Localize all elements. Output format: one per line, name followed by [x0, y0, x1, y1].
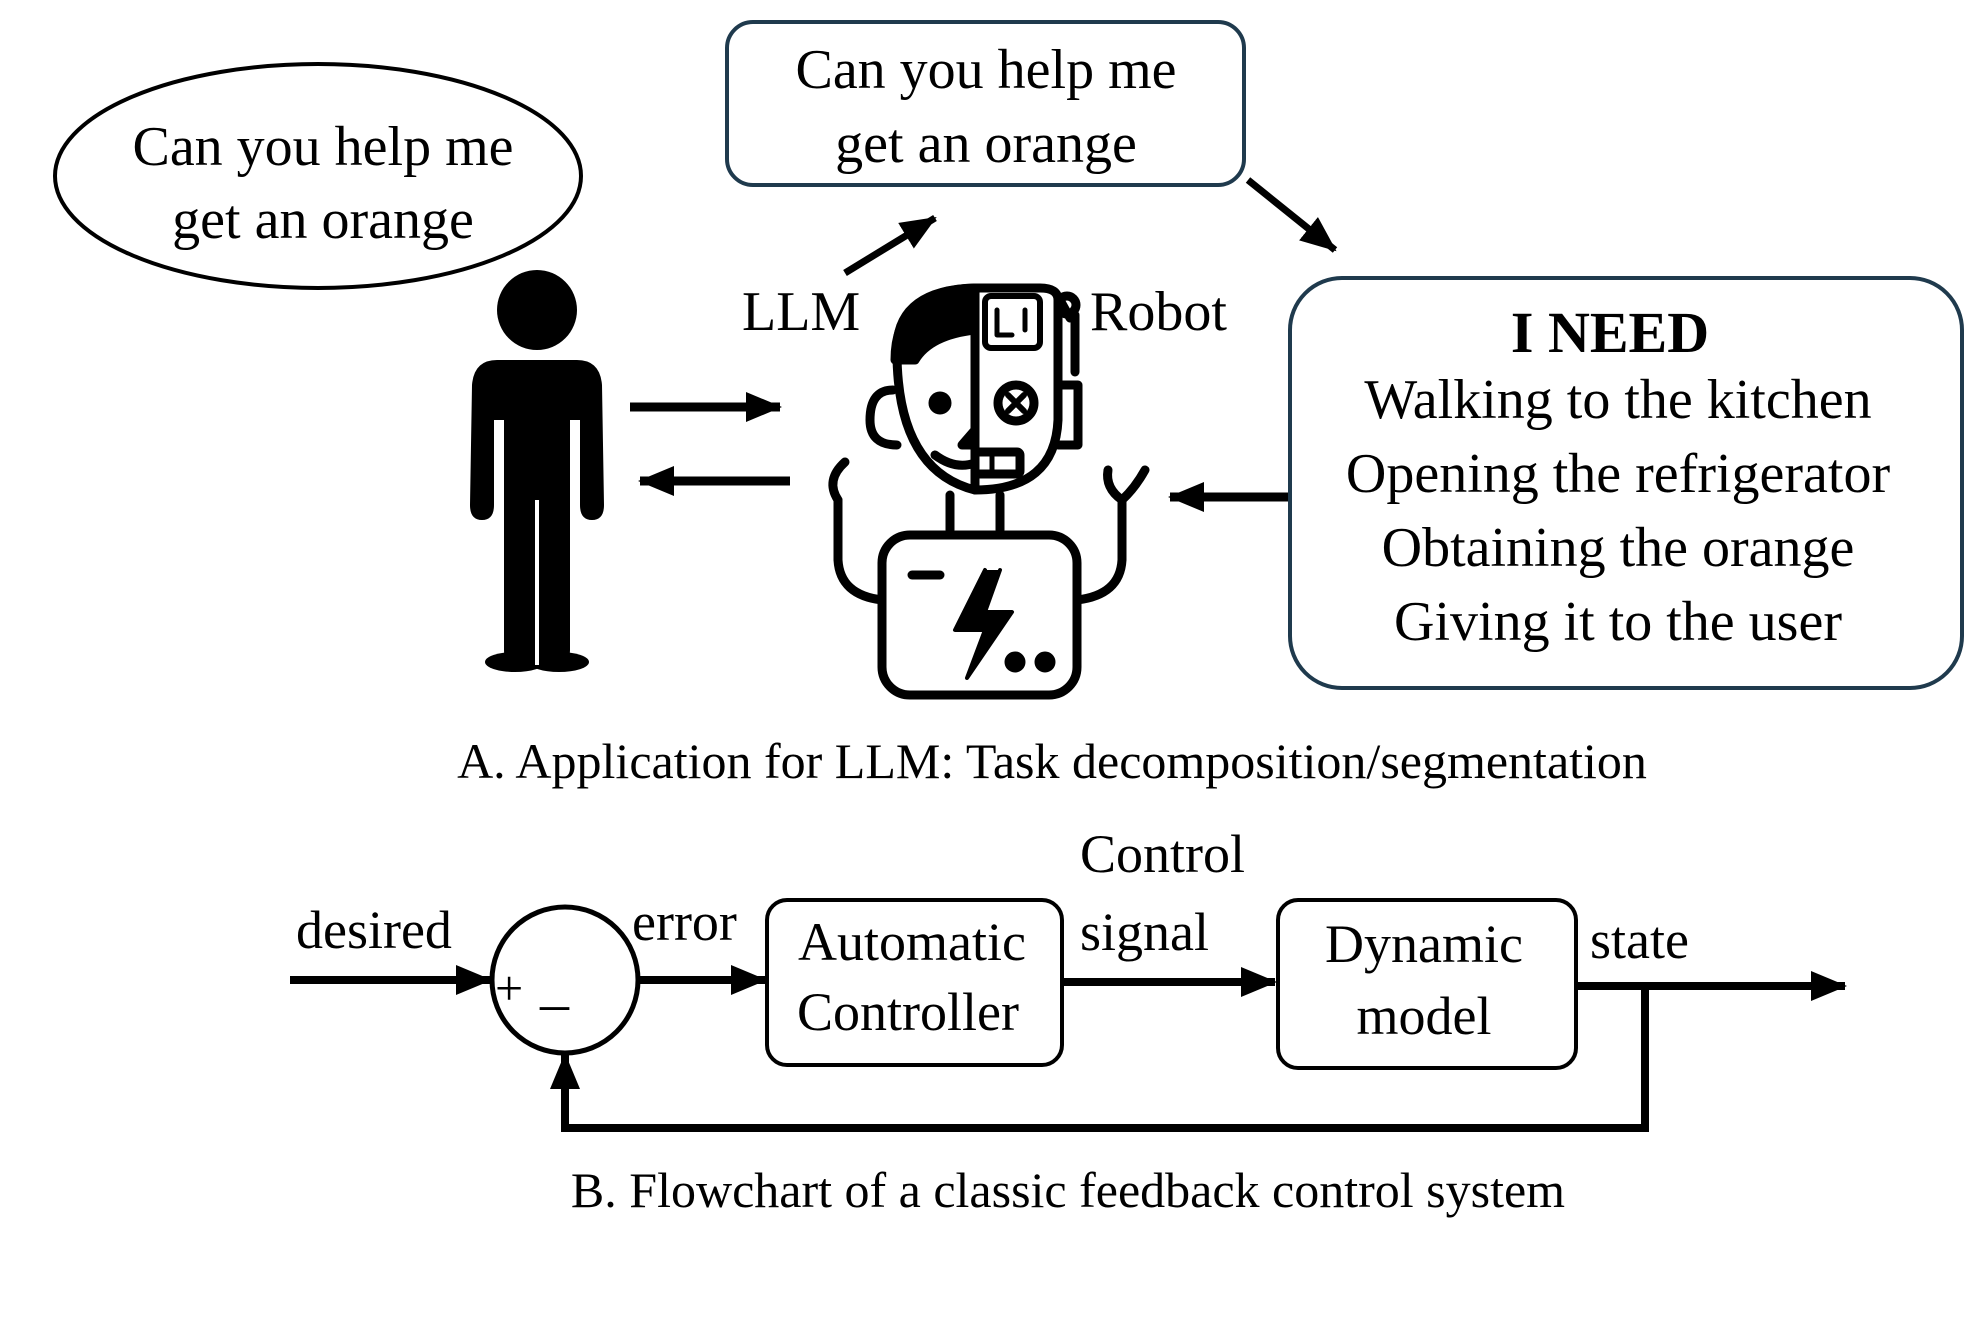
- llm-prompt-line1: Can you help me: [795, 39, 1176, 101]
- controller-line1: Automatic: [798, 912, 1026, 972]
- minus-sign: –: [539, 970, 570, 1035]
- plan-step: Opening the refrigerator: [1346, 443, 1891, 505]
- plus-sign: +: [495, 960, 523, 1016]
- feedback-path: [561, 986, 1649, 1132]
- summing-junction: + –: [489, 904, 641, 1056]
- llm-label: LLM: [742, 281, 860, 343]
- plant-line2: model: [1357, 986, 1492, 1046]
- panel-b: desired + – error Automatic Controller C…: [290, 824, 1847, 1218]
- robot-icon: [828, 283, 1150, 700]
- dynamic-model-box: Dynamic model: [1276, 898, 1578, 1070]
- desired-label: desired: [296, 900, 452, 960]
- control-signal-line1: Control: [1080, 824, 1245, 884]
- robot-label: Robot: [1090, 281, 1227, 343]
- llm-prompt-box: Can you help me get an orange: [725, 20, 1246, 187]
- prompt-to-plan-arrow: [1245, 177, 1338, 253]
- user-speech-line1: Can you help me: [132, 116, 513, 178]
- plan-step: Obtaining the orange: [1382, 517, 1855, 579]
- plant-line1: Dynamic: [1325, 914, 1523, 974]
- error-label: error: [632, 892, 737, 952]
- person-icon: [470, 270, 604, 672]
- plan-title: I NEED: [1511, 300, 1709, 365]
- controller-box: Automatic Controller: [765, 898, 1064, 1067]
- user-speech-bubble: Can you help me get an orange: [53, 62, 583, 290]
- task-plan-box: I NEED Walking to the kitchen Opening th…: [1288, 276, 1964, 690]
- caption-b: B. Flowchart of a classic feedback contr…: [571, 1162, 1565, 1218]
- panel-a: Can you help me get an orange Can you he…: [53, 20, 1964, 789]
- control-signal-line2: signal: [1080, 902, 1209, 962]
- llm-prompt-line2: get an orange: [835, 113, 1137, 175]
- state-label: state: [1590, 910, 1689, 970]
- robot-to-prompt-arrow: [843, 215, 937, 276]
- controller-line2: Controller: [797, 982, 1019, 1042]
- plan-step: Giving it to the user: [1394, 591, 1842, 653]
- caption-a: A. Application for LLM: Task decompositi…: [457, 733, 1647, 789]
- user-speech-line2: get an orange: [172, 189, 474, 251]
- plan-step: Walking to the kitchen: [1364, 369, 1871, 431]
